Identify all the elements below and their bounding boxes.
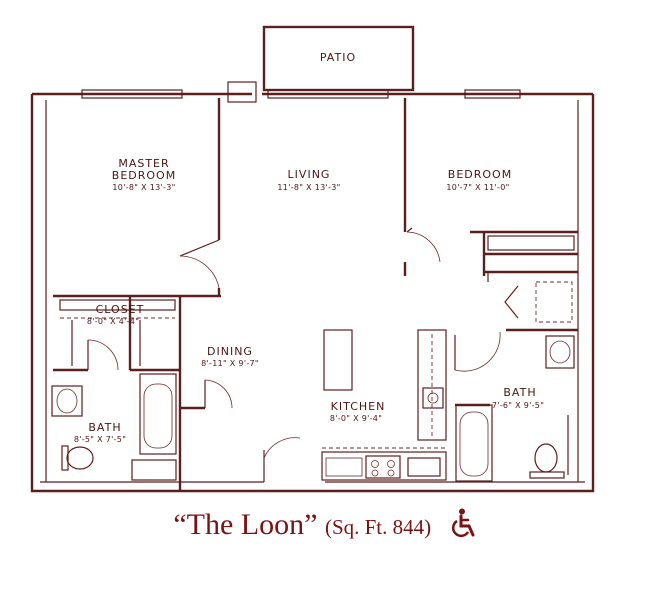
master-bedroom-label-2: BEDROOM [112, 169, 176, 182]
plan-name: “The Loon” [173, 508, 318, 541]
doors [87, 227, 519, 482]
right-bath-dim: 7'-6" X 9'-5" [492, 401, 544, 410]
master-bedroom-label-1: MASTER [118, 157, 169, 170]
right-bath-label: BATH [503, 386, 536, 399]
windows [81, 81, 521, 103]
living-label: LIVING [288, 168, 331, 181]
room-labels: PATIO MASTER BEDROOM 10'-8" X 13'-3" LIV… [74, 51, 544, 444]
closet-shelving [59, 235, 575, 366]
kitchen-dim: 8'-0" X 9'-4" [330, 414, 382, 423]
bedroom-label: BEDROOM [448, 168, 512, 181]
patio-label: PATIO [320, 51, 356, 64]
exterior-walls [30, 92, 595, 493]
left-bath-dim: 8'-5" X 7'-5" [74, 435, 126, 444]
plan-caption: “The Loon” (Sq. Ft. 844) [0, 508, 650, 546]
kitchen-label: KITCHEN [331, 400, 386, 413]
wheelchair-icon [449, 508, 477, 546]
kitchen-fixtures [321, 329, 447, 481]
closet-dim: 8'-0" X 4'-4" [87, 317, 139, 326]
dining-label: DINING [207, 345, 253, 358]
dining-dim: 8'-11" X 9'-7" [201, 359, 259, 368]
master-bedroom-dim: 10'-8" X 13'-3" [112, 183, 175, 192]
left-bath-fixtures [51, 373, 177, 481]
closet-label: CLOSET [96, 303, 145, 316]
living-dim: 11'-8" X 13'-3" [277, 183, 340, 192]
bedroom-dim: 10'-7" X 11'-0" [446, 183, 509, 192]
left-bath-label: BATH [88, 421, 121, 434]
plan-area: (Sq. Ft. 844) [324, 515, 432, 539]
right-bath-fixtures [455, 335, 575, 482]
